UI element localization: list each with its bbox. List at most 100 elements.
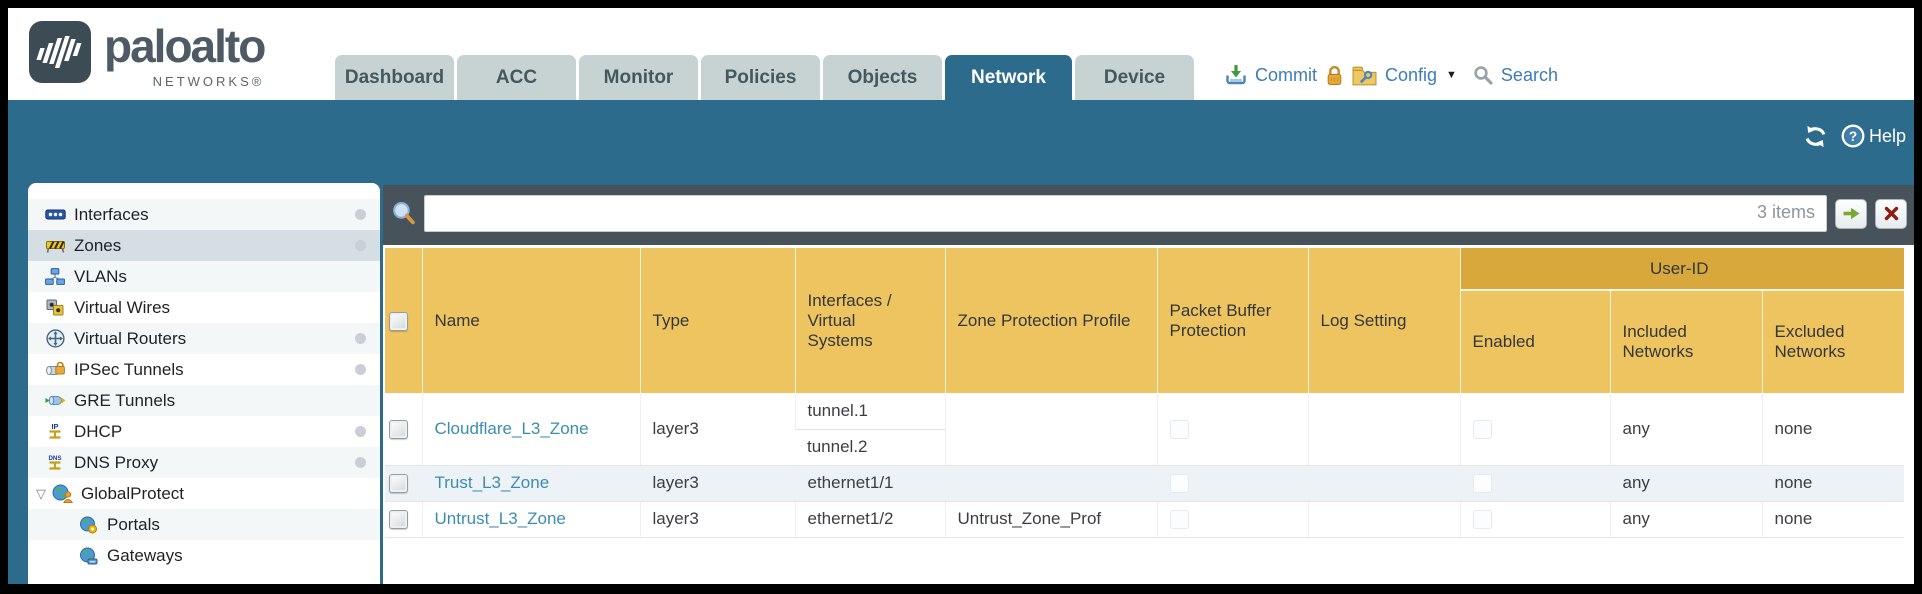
column-header-type[interactable]: Type [639, 248, 795, 393]
brand-name: paloalto [104, 20, 266, 72]
help-label: Help [1868, 125, 1906, 146]
zone-type-cell: layer3 [639, 465, 795, 502]
sidebar-item-vlans[interactable]: VLANs [28, 261, 380, 292]
sidebar-item-label: Virtual Wires [74, 297, 171, 317]
sidebar-item-ipsec-tunnels[interactable]: IPSec Tunnels [28, 354, 380, 385]
column-header-log-setting[interactable]: Log Setting [1307, 248, 1460, 393]
status-dot [355, 333, 366, 344]
sidebar-item-portals[interactable]: Portals [28, 509, 380, 540]
search-icon[interactable] [1473, 65, 1493, 85]
column-header-excluded-networks[interactable]: Excluded Networks [1761, 290, 1904, 393]
column-header-zone-protection-profile[interactable]: Zone Protection Profile [944, 248, 1157, 393]
column-header-included-networks[interactable]: Included Networks [1609, 290, 1762, 393]
included-networks-cell: any [1609, 501, 1762, 538]
sidebar-item-gateways[interactable]: Gateways [28, 540, 380, 571]
column-group-user-id: User-ID [1459, 248, 1904, 291]
tab-device[interactable]: Device [1075, 55, 1194, 100]
select-all-header[interactable] [385, 248, 422, 393]
items-count: 3 items [1756, 202, 1815, 222]
log-setting-cell [1307, 393, 1460, 466]
filter-input[interactable] [424, 195, 1827, 232]
included-networks-cell: any [1609, 393, 1762, 466]
tab-monitor[interactable]: Monitor [579, 55, 698, 100]
excluded-networks-cell: none [1761, 393, 1904, 466]
sidebar-item-gre-tunnels[interactable]: GRE Tunnels [28, 385, 380, 416]
config-menu[interactable]: Config [1385, 64, 1438, 85]
zone-name-link[interactable]: Trust_L3_Zone [434, 473, 550, 492]
log-setting-cell [1307, 465, 1460, 502]
commit-icon[interactable] [1225, 64, 1247, 86]
interface-cell: tunnel.1 [794, 393, 945, 430]
zone-name-link[interactable]: Cloudflare_L3_Zone [434, 418, 589, 438]
tab-policies[interactable]: Policies [701, 55, 820, 100]
row-checkbox[interactable] [389, 419, 408, 439]
interface-cell: tunnel.2 [795, 429, 945, 466]
svg-text:?: ? [1849, 129, 1857, 144]
row-checkbox[interactable] [389, 510, 408, 529]
gateways-icon [77, 546, 99, 566]
virtual-routers-icon [44, 329, 66, 349]
paloalto-logo-icon [29, 21, 91, 83]
user-id-enabled-checkbox [1472, 474, 1492, 493]
row-checkbox[interactable] [389, 474, 408, 493]
tab-dashboard[interactable]: Dashboard [335, 55, 454, 100]
sidebar-item-interfaces[interactable]: Interfaces [28, 199, 380, 230]
zone-type-cell: layer3 [639, 393, 795, 466]
config-icon[interactable] [1352, 65, 1377, 86]
select-all-checkbox[interactable] [389, 311, 408, 331]
refresh-icon[interactable] [1802, 125, 1829, 148]
packet-buffer-protection-checkbox [1169, 419, 1189, 439]
user-id-enabled-checkbox [1472, 510, 1492, 529]
zones-table-wrap: Name Type Interfaces / Virtual Systems Z… [385, 248, 1904, 538]
subheader-actions: ? Help [1802, 124, 1906, 148]
commit-button[interactable]: Commit [1255, 64, 1317, 85]
help-icon: ? [1841, 124, 1865, 148]
zones-icon [44, 236, 66, 256]
status-dot [355, 209, 366, 220]
zone-protection-profile-cell [944, 393, 1157, 466]
tab-objects[interactable]: Objects [823, 55, 942, 100]
sidebar-item-dns-proxy[interactable]: DNS DNS Proxy [28, 447, 380, 478]
tab-network[interactable]: Network [945, 55, 1072, 100]
log-setting-cell [1307, 501, 1460, 538]
zones-main-panel: 3 items [383, 185, 1914, 584]
lock-icon[interactable] [1325, 65, 1344, 86]
status-dot [355, 364, 366, 375]
sidebar-item-virtual-routers[interactable]: Virtual Routers [28, 323, 380, 354]
help-button[interactable]: ? Help [1841, 124, 1906, 148]
table-row-untrust: Untrust_L3_Zone layer3 ethernet1/2 Untru… [385, 501, 1904, 538]
search-button[interactable]: Search [1500, 64, 1558, 85]
sidebar-item-label: Zones [74, 235, 122, 255]
sidebar-item-globalprotect[interactable]: ▽ GlobalProtect [28, 478, 380, 509]
sidebar-item-label: DHCP [74, 421, 123, 441]
sidebar-item-virtual-wires[interactable]: Virtual Wires [28, 292, 380, 323]
excluded-networks-cell: none [1761, 501, 1904, 538]
config-caret-icon[interactable]: ▼ [1446, 69, 1457, 81]
paloalto-logo: paloalto NETWORKS® [28, 20, 266, 89]
svg-text:IP: IP [51, 422, 58, 431]
sidebar-item-zones[interactable]: Zones [28, 230, 380, 261]
column-header-enabled[interactable]: Enabled [1459, 290, 1610, 393]
zone-name-link[interactable]: Untrust_L3_Zone [434, 509, 566, 528]
filter-toolbar: 3 items [383, 185, 1914, 245]
tab-acc[interactable]: ACC [457, 55, 576, 100]
collapse-triangle-icon[interactable]: ▽ [36, 485, 46, 501]
sidebar-item-label: Portals [107, 514, 160, 534]
network-sidebar: Interfaces Zones [28, 183, 380, 584]
apply-filter-button[interactable] [1835, 198, 1867, 229]
table-row-cloudflare: Cloudflare_L3_Zone layer3 tunnel.1 any n… [385, 393, 1904, 466]
column-header-interfaces[interactable]: Interfaces / Virtual Systems [794, 248, 945, 393]
filter-input-wrap: 3 items [424, 195, 1827, 232]
column-header-name[interactable]: Name [421, 248, 640, 393]
column-header-packet-buffer-protection[interactable]: Packet Buffer Protection [1156, 248, 1308, 393]
sidebar-item-dhcp[interactable]: IP DHCP [28, 416, 380, 447]
virtual-wires-icon [44, 298, 66, 318]
filter-search-icon [391, 201, 416, 226]
clear-filter-button[interactable] [1875, 198, 1907, 229]
status-dot [355, 457, 366, 468]
zone-protection-profile-cell [944, 465, 1157, 502]
main-nav-tabs: Dashboard ACC Monitor Policies Objects N… [335, 55, 1194, 100]
included-networks-cell: any [1609, 465, 1762, 502]
dns-proxy-icon: DNS [44, 453, 66, 473]
zones-table: Name Type Interfaces / Virtual Systems Z… [385, 248, 1904, 538]
